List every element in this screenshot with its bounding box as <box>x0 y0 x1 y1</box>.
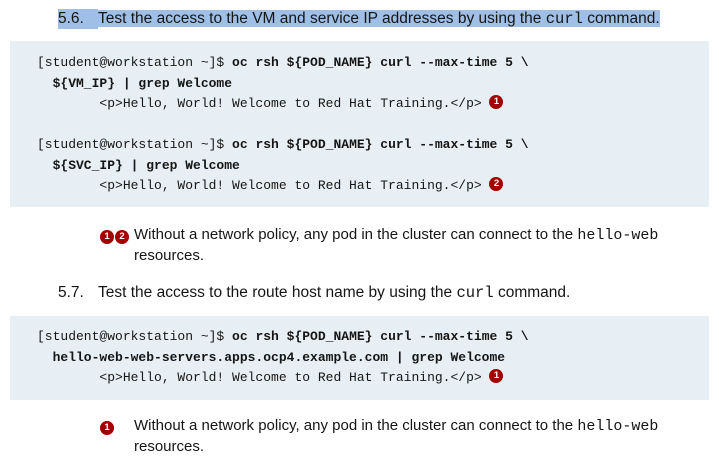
code-line: [student@workstation ~]$ oc rsh ${POD_NA… <box>37 53 709 74</box>
code-line-blank <box>37 115 709 136</box>
code-line: ${VM_IP} | grep Welcome <box>37 74 709 95</box>
code-block-1: [student@workstation ~]$ oc rsh ${POD_NA… <box>10 41 709 207</box>
step-5-7: 5.7. Test the access to the route host na… <box>58 283 570 303</box>
shell-prompt: [student@workstation ~]$ <box>37 137 233 152</box>
inline-code: hello-web <box>577 227 659 244</box>
code-line: ${SVC_IP} | grep Welcome <box>37 156 709 177</box>
inline-code: curl <box>545 10 583 28</box>
shell-prompt: [student@workstation ~]$ <box>37 55 233 70</box>
shell-command: oc rsh ${POD_NAME} curl --max-time 5 \ <box>232 329 529 344</box>
callout-marker: 2 <box>115 230 129 245</box>
inline-code: curl <box>456 284 494 302</box>
callout-marker: 1 <box>100 421 114 436</box>
code-line: [student@workstation ~]$ oc rsh ${POD_NA… <box>37 327 709 348</box>
step-text: Test the access to the VM and service IP… <box>98 10 660 28</box>
code-line: [student@workstation ~]$ oc rsh ${POD_NA… <box>37 135 709 156</box>
code-line: hello-web-web-servers.apps.ocp4.example.… <box>37 348 709 369</box>
inline-code: hello-web <box>577 418 659 435</box>
step-number: 5.6. <box>58 9 98 29</box>
callout-marker: 1 <box>489 368 504 383</box>
code-line: <p>Hello, World! Welcome to Red Hat Trai… <box>37 94 709 115</box>
command-output: <p>Hello, World! Welcome to Red Hat Trai… <box>37 370 490 385</box>
command-output: <p>Hello, World! Welcome to Red Hat Trai… <box>37 96 490 111</box>
shell-command: ${VM_IP} | grep Welcome <box>37 75 233 91</box>
callout-marker: 1 <box>489 94 504 109</box>
callout-marker: 1 <box>100 230 114 245</box>
shell-prompt: [student@workstation ~]$ <box>37 329 233 344</box>
step-text: Test the access to the route host name b… <box>98 284 571 302</box>
shell-command: ${SVC_IP} | grep Welcome <box>37 157 240 173</box>
shell-command: hello-web-web-servers.apps.ocp4.example.… <box>37 349 506 365</box>
callout-note-2: 1 Without a network policy, any pod in t… <box>100 416 710 457</box>
step-number: 5.7. <box>58 284 84 301</box>
code-line: <p>Hello, World! Welcome to Red Hat Trai… <box>37 368 709 389</box>
code-line: <p>Hello, World! Welcome to Red Hat Trai… <box>37 176 709 197</box>
step-5-6: 5.6.Test the access to the VM and servic… <box>58 9 660 29</box>
note-text: Without a network policy, any pod in the… <box>134 417 659 455</box>
callout-badges: 1 <box>100 418 115 438</box>
shell-command: oc rsh ${POD_NAME} curl --max-time 5 \ <box>232 137 529 152</box>
callout-marker: 2 <box>489 176 504 191</box>
code-block-2: [student@workstation ~]$ oc rsh ${POD_NA… <box>10 316 709 400</box>
command-output: <p>Hello, World! Welcome to Red Hat Trai… <box>37 178 490 193</box>
shell-command: oc rsh ${POD_NAME} curl --max-time 5 \ <box>232 55 529 70</box>
note-text: Without a network policy, any pod in the… <box>134 226 659 264</box>
